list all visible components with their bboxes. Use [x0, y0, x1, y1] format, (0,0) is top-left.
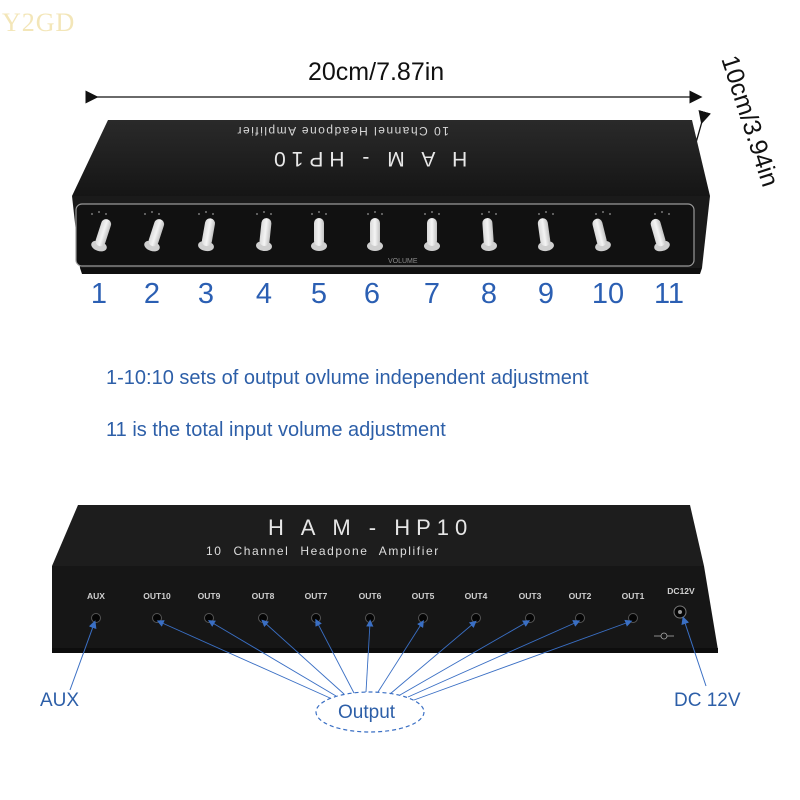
knob-1	[91, 219, 112, 252]
port-label-out10: OUT10	[143, 591, 171, 601]
port-label-out7: OUT7	[304, 591, 328, 601]
port-label-aux: AUX	[87, 591, 105, 601]
callout-dc-label: DC 12V	[674, 690, 741, 711]
callout-output-label: Output	[338, 702, 396, 723]
aux-callout-line	[69, 620, 97, 691]
back-device-base	[52, 648, 718, 653]
port-label-dc12v: DC12V	[667, 586, 695, 596]
callout-aux-label: AUX	[40, 690, 80, 711]
back-brand-label: H A M - HP10	[268, 515, 474, 540]
watermark: Y2GD	[2, 8, 76, 37]
front-brand-label: H A M - HP10	[268, 147, 468, 170]
jack-out5	[418, 613, 428, 623]
note-independent-adjustment: 1-10:10 sets of output ovlume independen…	[106, 367, 589, 389]
dc-power-jack-icon	[654, 605, 687, 640]
knob-7	[424, 218, 440, 251]
back-device-face	[52, 566, 718, 650]
knob-row	[91, 218, 670, 252]
volume-mark-label: VOLUME	[388, 258, 418, 265]
knob-number-3: 3	[197, 278, 215, 310]
knob-number-2: 2	[143, 278, 161, 310]
knob-2	[144, 219, 165, 252]
output-callout-lines	[156, 618, 633, 701]
port-label-out6: OUT6	[358, 591, 382, 601]
jack-out4	[471, 613, 481, 623]
knob-number-row: 1 2 3 4 5 6 7 8 9 10 11	[0, 278, 800, 318]
output-callout-ellipse	[315, 691, 425, 733]
knob-10	[592, 218, 611, 252]
knob-number-1: 1	[90, 278, 108, 310]
knob-8	[481, 218, 497, 252]
port-label-out9: OUT9	[197, 591, 221, 601]
jack-aux	[91, 613, 101, 623]
knob-11	[650, 218, 670, 252]
knob-number-9: 9	[537, 278, 555, 310]
knob-3	[198, 218, 215, 252]
front-subtitle-label: 10 Channel Headpone Amplifier	[236, 124, 449, 138]
knob-9	[537, 218, 554, 252]
back-device-top	[52, 505, 704, 566]
knob-number-7: 7	[423, 278, 441, 310]
knob-4	[256, 218, 272, 252]
port-label-out8: OUT8	[251, 591, 275, 601]
jack-out10	[152, 613, 162, 623]
jack-out3	[525, 613, 535, 623]
knob-number-4: 4	[255, 278, 273, 310]
width-dimension-label: 20cm/7.87in	[308, 58, 445, 86]
knob-5	[311, 218, 327, 251]
knob-number-5: 5	[310, 278, 328, 310]
knob-number-6: 6	[363, 278, 381, 310]
knob-6	[367, 218, 383, 251]
jack-out9	[204, 613, 214, 623]
jack-out6	[365, 613, 375, 623]
port-label-out5: OUT5	[411, 591, 435, 601]
front-device-top	[72, 120, 710, 196]
dc-callout-line	[681, 616, 707, 687]
port-label-out2: OUT2	[568, 591, 592, 601]
jack-out8	[258, 613, 268, 623]
front-device-bottom-edge	[80, 268, 702, 274]
port-label-out3: OUT3	[518, 591, 542, 601]
knob-number-11: 11	[653, 278, 685, 310]
knob-number-8: 8	[480, 278, 498, 310]
back-subtitle-label: 10 Channel Headpone Amplifier	[206, 544, 440, 558]
jack-out7	[311, 613, 321, 623]
knob-number-10: 10	[591, 278, 625, 310]
jack-out2	[575, 613, 585, 623]
note-total-input-volume: 11 is the total input volume adjustment	[106, 419, 446, 441]
port-label-out4: OUT4	[464, 591, 488, 601]
knob-scale-marks	[91, 211, 670, 215]
jack-out1	[628, 613, 638, 623]
port-label-out1: OUT1	[621, 591, 645, 601]
